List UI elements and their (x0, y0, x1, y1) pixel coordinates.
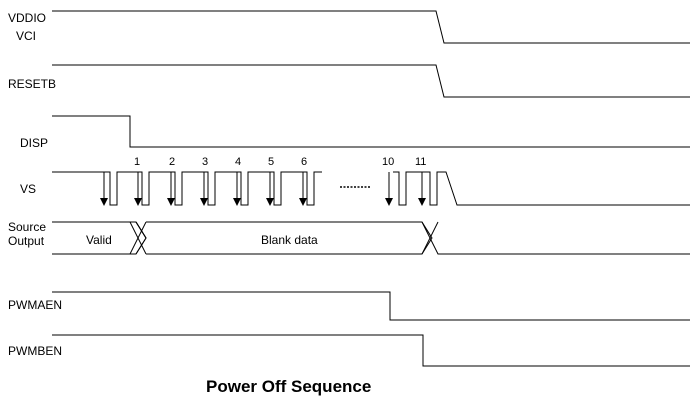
label-resetb: RESETB (8, 77, 56, 91)
wave-disp (52, 115, 690, 148)
vs-arrow (167, 172, 175, 206)
label-pwmben: PWMBEN (8, 344, 62, 358)
wave-resetb (52, 64, 690, 98)
vs-arrow (100, 172, 108, 206)
source-valid-label: Valid (86, 233, 112, 247)
vs-arrow (418, 172, 426, 206)
label-vddio: VDDIO (8, 11, 46, 25)
vs-frame-number: 6 (301, 156, 307, 168)
vs-frame-number: 2 (169, 156, 175, 168)
vs-frame-number: 4 (235, 156, 241, 168)
vs-frame-number: 3 (202, 156, 208, 168)
label-output: Output (8, 234, 45, 248)
label-source: Source (8, 220, 46, 234)
vs-arrow (233, 172, 241, 206)
vs-frame-number: 10 (382, 156, 394, 168)
wave-source-output (52, 221, 690, 255)
vs-arrow (134, 172, 142, 206)
wave-pwmaen (52, 291, 690, 321)
label-disp: DISP (20, 136, 48, 150)
source-blank-label: Blank data (261, 233, 318, 247)
vs-arrow (385, 172, 393, 206)
label-vci: VCI (16, 29, 36, 43)
vs-frame-number: 5 (268, 156, 274, 168)
wave-vddio (52, 10, 690, 44)
vs-arrow (200, 172, 208, 206)
vs-arrow (266, 172, 274, 206)
wave-vs (52, 171, 690, 206)
vs-arrow (299, 172, 307, 206)
vs-frame-number: 1 (134, 156, 140, 168)
vs-frame-number: 11 (415, 156, 426, 168)
vs-arrows (100, 172, 426, 206)
diagram-title: Power Off Sequence (206, 377, 371, 396)
wave-pwmben (52, 334, 690, 367)
label-vs: VS (20, 182, 36, 196)
label-pwmaen: PWMAEN (8, 298, 62, 312)
